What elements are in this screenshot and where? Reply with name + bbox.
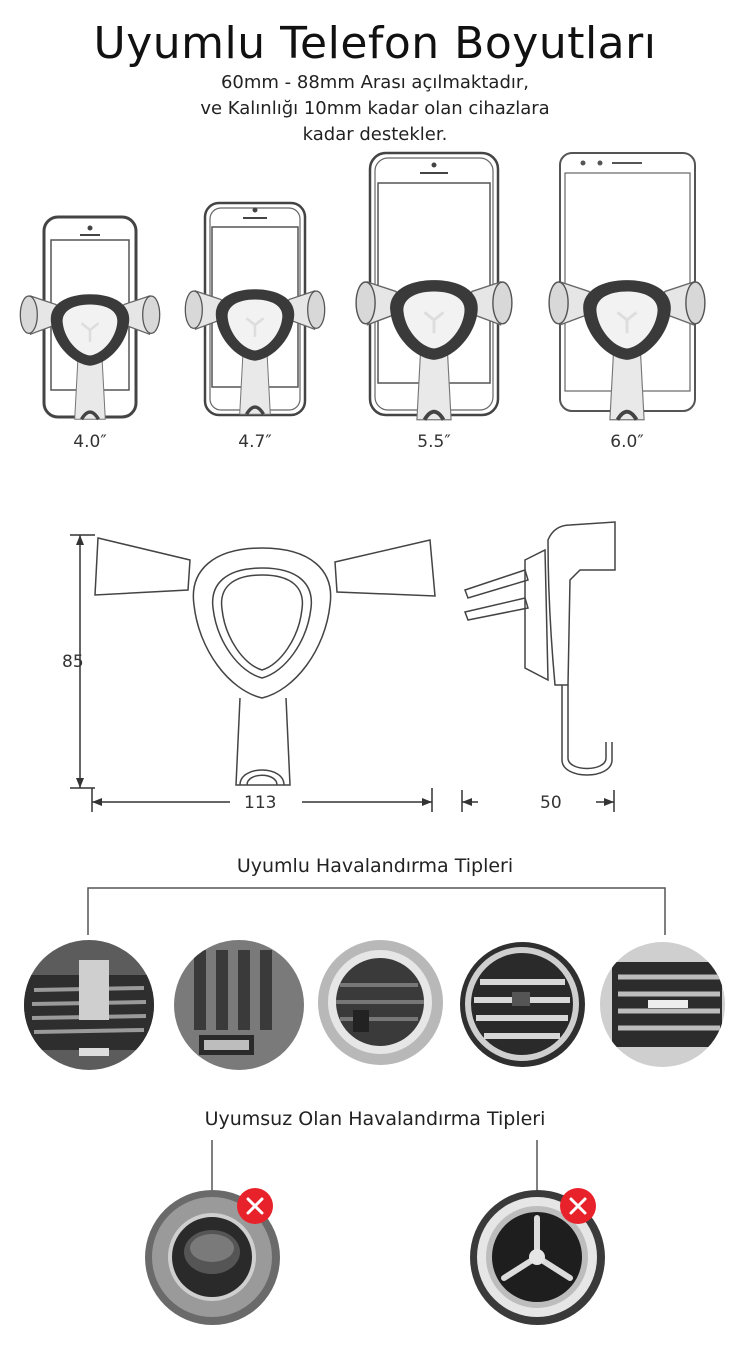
phones-illustration (18, 151, 707, 422)
compatible-vent-3 (318, 940, 443, 1065)
phone-6-0 (547, 152, 707, 422)
subtitle-line-3: kadar destekler. (302, 124, 448, 145)
compatible-vent-1 (24, 940, 154, 1070)
x-circle-icon (560, 1188, 596, 1224)
phone-4-7 (183, 201, 327, 417)
incompatible-vent-1 (145, 1190, 280, 1325)
phone-5-5 (354, 151, 514, 422)
dimension-height: 85 (62, 652, 84, 672)
size-label-4-7: 4.7″ (238, 432, 272, 452)
incompatible-connectors (211, 1140, 538, 1190)
subtitle-line-2: ve Kalınlığı 10mm kadar olan cihazlara (200, 98, 550, 119)
compatible-vent-5 (600, 942, 725, 1067)
size-label-4-0: 4.0″ (73, 432, 107, 452)
x-circle-icon (237, 1188, 273, 1224)
dimension-drawing (70, 521, 616, 812)
compatible-vent-4 (460, 942, 585, 1067)
phone-4-0 (18, 215, 162, 421)
page-title: Uyumlu Telefon Boyutları (93, 18, 657, 69)
incompatible-title: Uyumsuz Olan Havalandırma Tipleri (204, 1108, 546, 1130)
compatible-vent-2 (174, 940, 304, 1070)
size-label-6-0: 6.0″ (610, 432, 644, 452)
dimension-depth: 50 (540, 793, 562, 813)
subtitle-line-1: 60mm - 88mm Arası açılmaktadır, (220, 72, 529, 93)
compatible-title: Uyumlu Havalandırma Tipleri (236, 855, 514, 877)
size-label-5-5: 5.5″ (417, 432, 451, 452)
compatible-bracket (87, 887, 666, 935)
dimension-width: 113 (244, 793, 277, 813)
